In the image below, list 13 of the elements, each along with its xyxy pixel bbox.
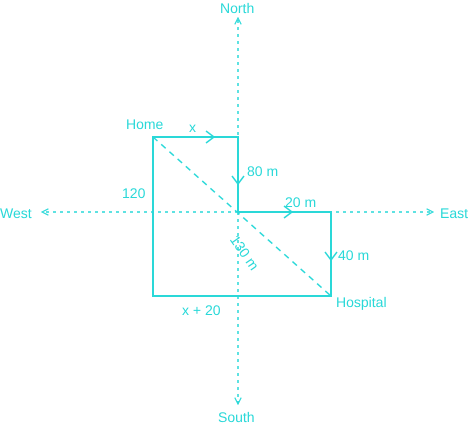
length-label: 20 m xyxy=(285,194,316,210)
edge-label: 130 m xyxy=(226,232,262,274)
place-label: Hospital xyxy=(336,294,387,310)
length-label: 120 xyxy=(122,185,146,201)
direction-label: South xyxy=(218,409,255,425)
length-label: 40 m xyxy=(338,247,370,263)
length-label: x xyxy=(189,119,196,135)
direction-label: East xyxy=(440,205,468,221)
direction-label: West xyxy=(0,205,32,221)
length-label: 80 m xyxy=(247,163,278,179)
direction-label: North xyxy=(220,0,254,16)
length-label: x + 20 xyxy=(182,302,221,318)
place-label: Home xyxy=(126,116,164,132)
